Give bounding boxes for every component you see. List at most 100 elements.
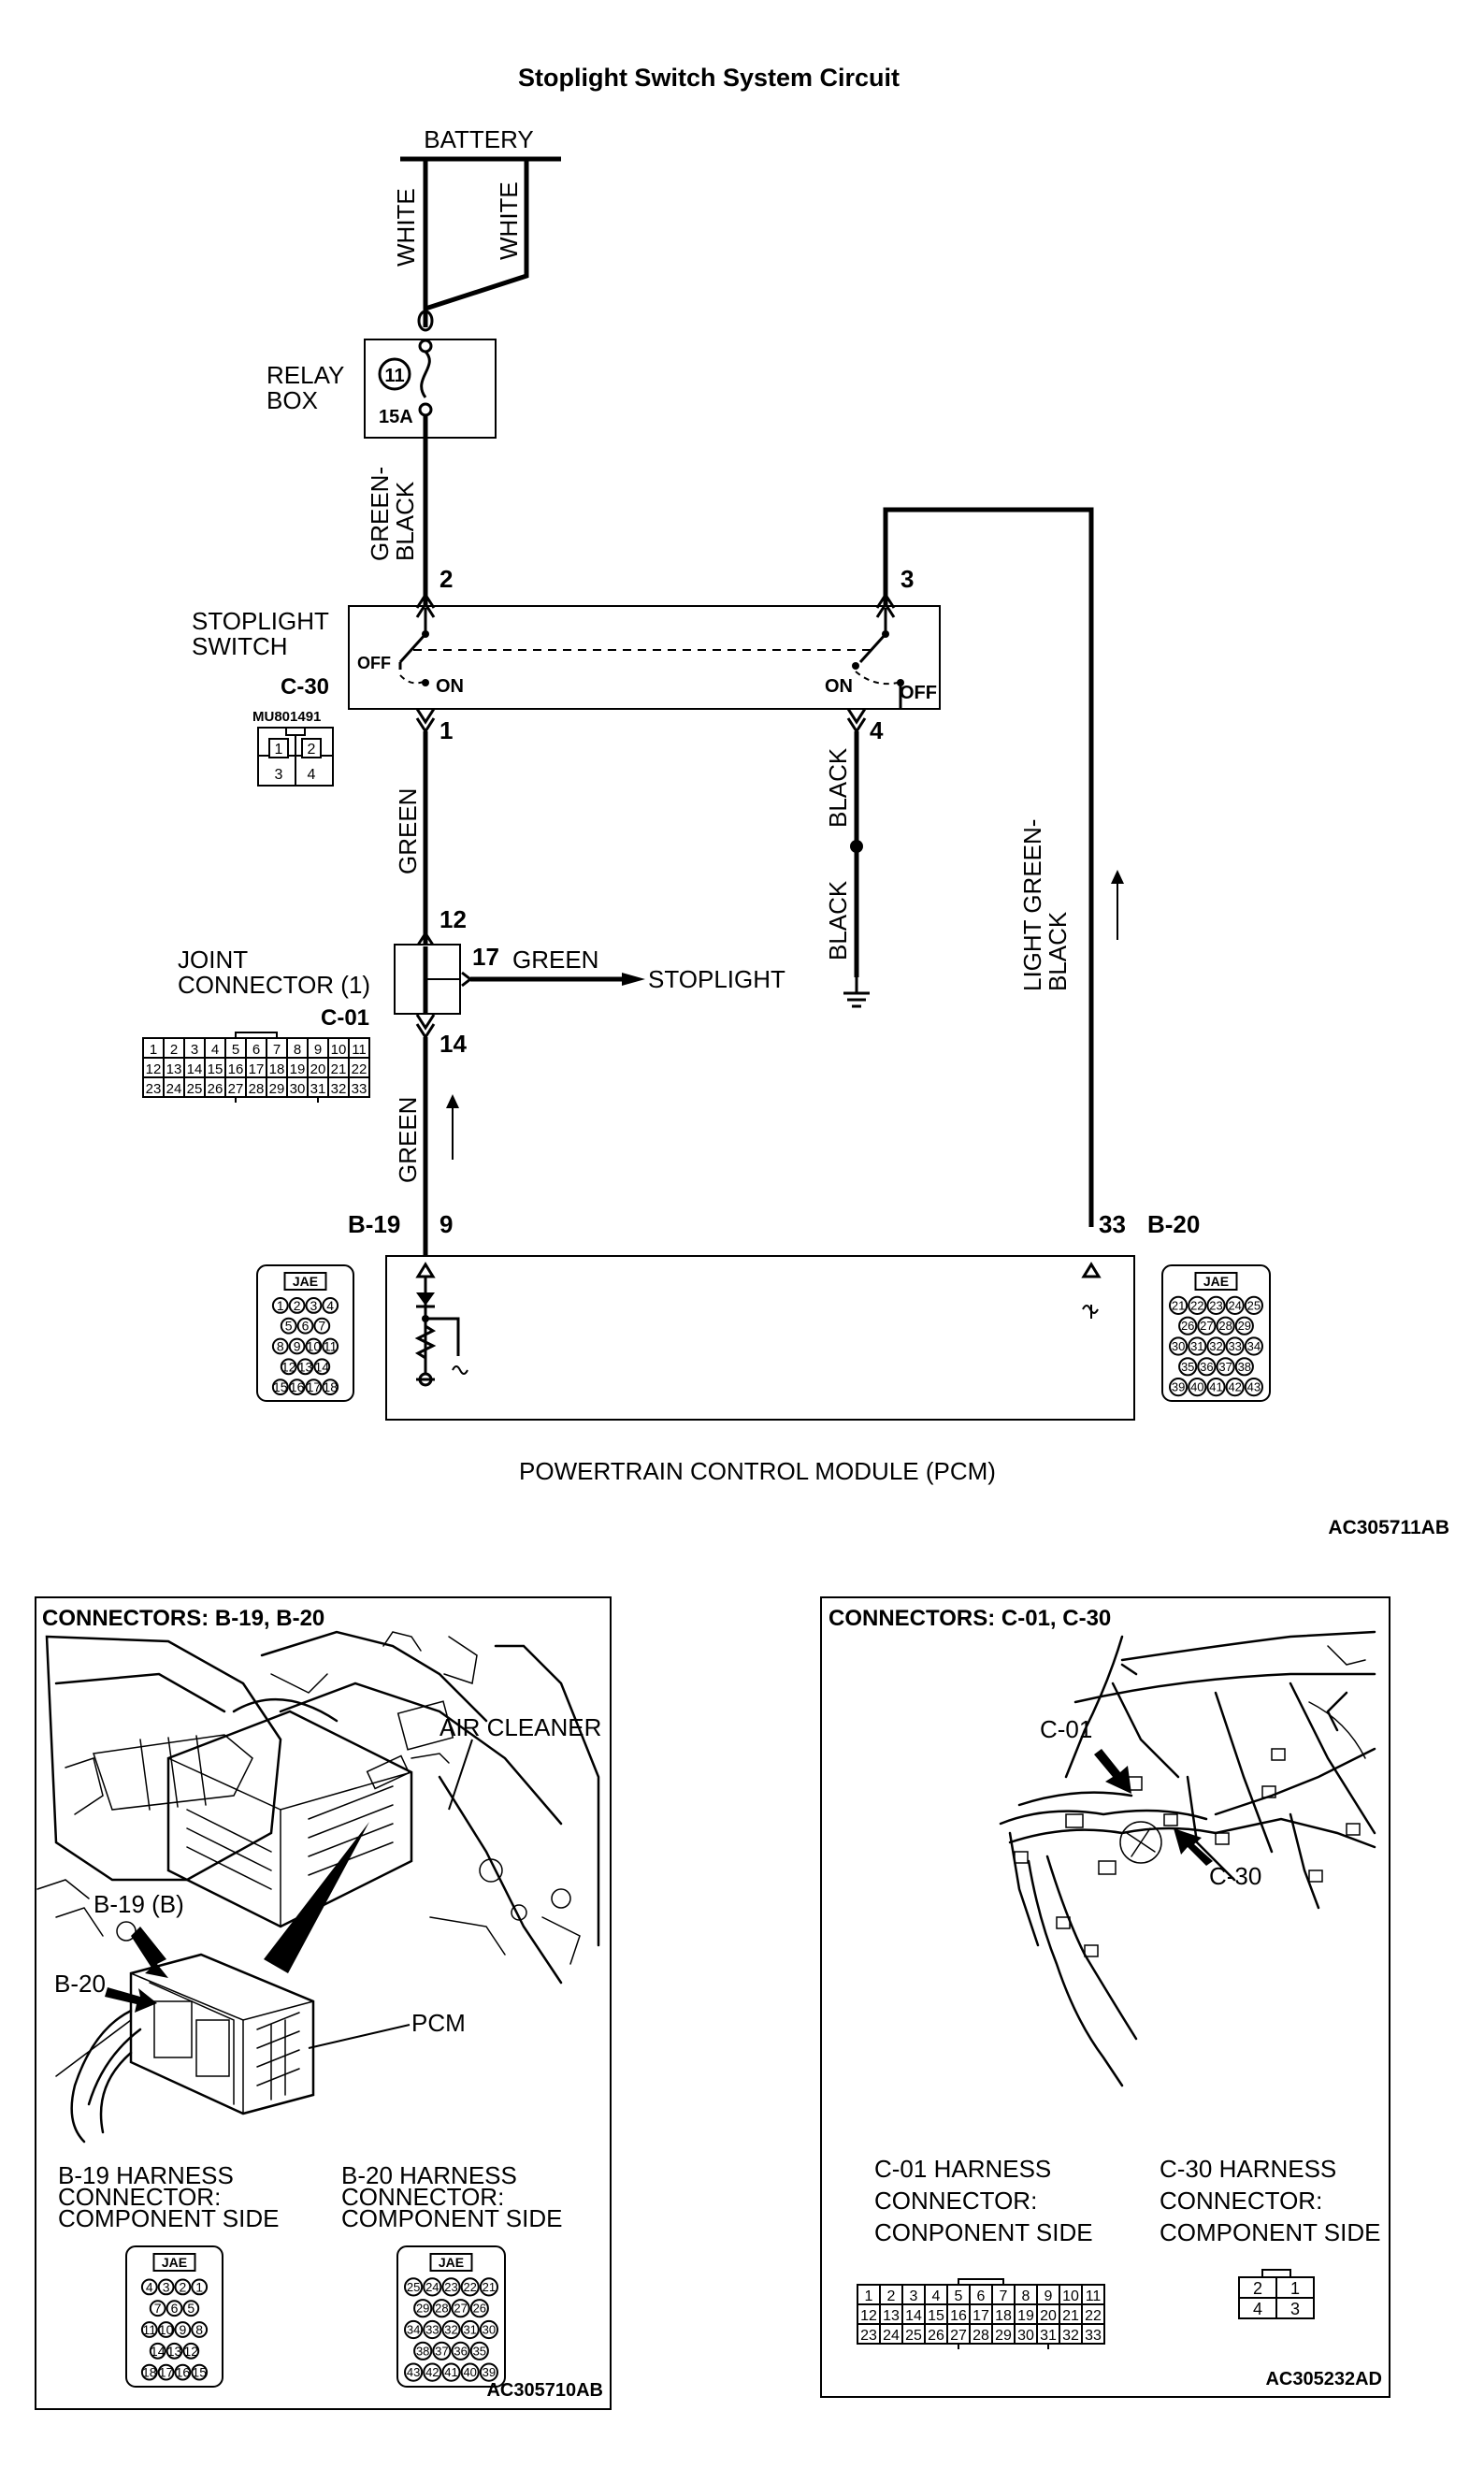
connector-pin-label: 16 xyxy=(228,1061,244,1077)
connector-pin-label: 24 xyxy=(883,2328,900,2344)
connector-pin-label: 42 xyxy=(425,2365,439,2379)
connector-pin-label: 34 xyxy=(407,2323,420,2337)
c01-arrow xyxy=(1094,1749,1131,1794)
connector-pin-label: 19 xyxy=(290,1061,306,1077)
connector-pin-label: 17 xyxy=(249,1061,265,1077)
svg-text:3: 3 xyxy=(1290,2300,1300,2318)
connector-pin-label: 31 xyxy=(463,2323,476,2337)
switch-on-right: ON xyxy=(825,676,853,697)
connector-pin-label: 41 xyxy=(444,2365,457,2379)
connector-pin-label: 38 xyxy=(416,2344,429,2358)
c30-callout: C-30 xyxy=(1209,1862,1261,1890)
connector-pin-label: 15 xyxy=(208,1061,223,1077)
connector-pin-label: 34 xyxy=(1247,1339,1261,1353)
connector-pin-label: 18 xyxy=(142,2365,157,2380)
wire-light-green-black xyxy=(883,507,1094,1227)
connector-pin-label: 18 xyxy=(995,2308,1012,2324)
connector-pin-label: 23 xyxy=(1209,1298,1222,1312)
connector-pin-label: 37 xyxy=(1218,1360,1232,1374)
right-connector-panel xyxy=(820,1596,1390,2398)
connector-pin-label: 7 xyxy=(318,1319,325,1334)
connector-pin-label: 1 xyxy=(277,1298,284,1313)
connector-pin-label: 17 xyxy=(307,1379,322,1394)
connector-pin-label: 14 xyxy=(905,2308,922,2324)
connector-pin-label: 25 xyxy=(905,2328,922,2344)
connector-pin-label: 12 xyxy=(281,1359,296,1374)
connector-pin-label: 26 xyxy=(928,2328,944,2344)
connector-pin-label: 21 xyxy=(1062,2308,1079,2324)
connector-pin-label: 2 xyxy=(294,1298,301,1313)
jae-label: JAE xyxy=(162,2255,187,2270)
connector-pin-label: 25 xyxy=(187,1081,203,1097)
connector-pin-label: 5 xyxy=(955,2288,963,2304)
switch-off-right: OFF xyxy=(900,683,937,703)
c30-arrow xyxy=(1174,1828,1213,1866)
connector-pin-label: 8 xyxy=(277,1339,284,1354)
connector-pin-label: 1 xyxy=(865,2288,873,2304)
connector-pin-label: 13 xyxy=(883,2308,900,2324)
connector-pin-label: 7 xyxy=(1000,2288,1008,2304)
connector-pin-label: 11 xyxy=(143,2322,157,2337)
connector-pin-label: 8 xyxy=(195,2322,203,2337)
connector-pin-label: 33 xyxy=(1085,2328,1102,2344)
code-left-panel: AC305710AB xyxy=(486,2380,603,2401)
connector-pin-label: 6 xyxy=(171,2301,179,2316)
connector-pin-label: 17 xyxy=(159,2365,174,2380)
connector-pin-label: 14 xyxy=(315,1359,330,1374)
connector-pin-label: 23 xyxy=(444,2280,457,2294)
connector-pin-label: 3 xyxy=(910,2288,918,2304)
connector-pin-label: 5 xyxy=(187,2301,195,2316)
connector-pin-label: 11 xyxy=(324,1339,338,1354)
connector-pin-label: 9 xyxy=(1045,2288,1053,2304)
jae-label: JAE xyxy=(293,1274,318,1289)
connector-pin-label: 24 xyxy=(166,1081,182,1097)
connector-pin-label: 29 xyxy=(269,1081,285,1097)
connector-pin-label: 12 xyxy=(184,2344,199,2359)
fuse-number-circle xyxy=(378,357,411,391)
connector-pin-label: 39 xyxy=(483,2365,496,2379)
connector-pin-label: 31 xyxy=(1040,2328,1057,2344)
connector-pin-label: 3 xyxy=(163,2279,170,2294)
page-title: Stoplight Switch System Circuit xyxy=(518,64,900,92)
connector-pin-label: 8 xyxy=(294,1042,301,1058)
pcm-leader xyxy=(308,2024,411,2049)
connector-pin-label: 9 xyxy=(294,1339,301,1354)
b19-callout: B-19 (B) xyxy=(94,1890,184,1918)
connector-pin-label: 31 xyxy=(1190,1339,1203,1353)
relay-fuse-number: 11 xyxy=(384,366,404,386)
connector-pin-label: 41 xyxy=(1209,1380,1222,1394)
connector-pin-label: 10 xyxy=(307,1339,322,1354)
connector-pin-label: 40 xyxy=(463,2365,476,2379)
b19-pin-9: 9 xyxy=(439,1210,453,1238)
b19-label: B-19 xyxy=(348,1210,400,1238)
air-cleaner-label: AIR CLEANER xyxy=(439,1713,601,1741)
connector-pin-label: 33 xyxy=(425,2323,439,2337)
relay-fuse-rating: 15A xyxy=(379,407,413,427)
connector-pin-label: 15 xyxy=(928,2308,944,2324)
connector-pin-label: 27 xyxy=(1200,1319,1213,1333)
splice-dot xyxy=(850,840,863,853)
jae-label: JAE xyxy=(439,2255,464,2270)
wire-label-green-branch: GREEN xyxy=(512,946,598,974)
connector-pin-label: 6 xyxy=(252,1042,260,1058)
connector-pin-label: 10 xyxy=(159,2322,174,2337)
connector-pin-label: 22 xyxy=(352,1061,367,1077)
ground-symbol xyxy=(843,977,870,1008)
right-panel-title: CONNECTORS: C-01, C-30 xyxy=(828,1606,1111,1631)
connector-pin-label: 31 xyxy=(310,1081,326,1097)
joint-pin-12: 12 xyxy=(439,905,467,933)
connector-pin-label: 5 xyxy=(285,1319,293,1334)
connector-pin-label: 33 xyxy=(352,1081,367,1097)
connector-pin-label: 6 xyxy=(977,2288,986,2304)
svg-text:1: 1 xyxy=(275,742,283,758)
connector-pin-label: 36 xyxy=(1200,1360,1213,1374)
connector-pin-label: 18 xyxy=(269,1061,285,1077)
connector-pin-label: 12 xyxy=(146,1061,162,1077)
